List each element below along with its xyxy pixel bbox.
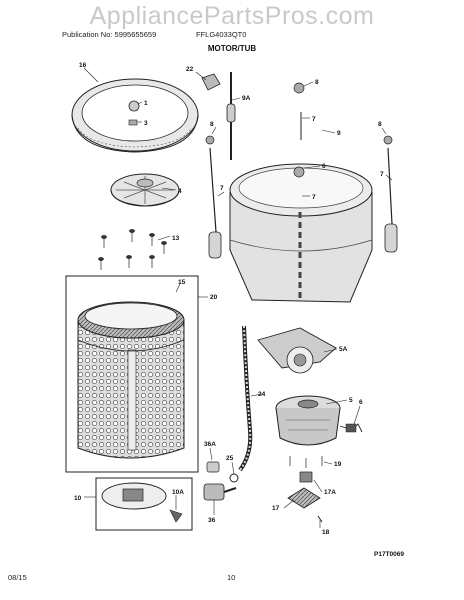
callout-6-harness: 6: [359, 399, 363, 406]
callout-24: 24: [258, 391, 266, 398]
model-number: FFLG4033QT0: [196, 30, 247, 39]
publication-number: Publication No: 5995655659: [62, 30, 157, 39]
callout-20: 20: [210, 294, 218, 301]
callout-5: 5: [349, 397, 353, 404]
mounting-screws: [98, 229, 167, 270]
drive-motor: [275, 395, 341, 446]
callout-25: 25: [226, 455, 234, 462]
callout-8-left: 8: [210, 121, 214, 128]
callout-3: 3: [144, 120, 148, 127]
callout-8-right: 8: [378, 121, 382, 128]
footer-date: 08/15: [8, 573, 27, 582]
tub-cover-seal: [128, 100, 140, 112]
bottom-screw: [317, 515, 323, 523]
outer-tub: [229, 163, 373, 303]
callout-16: 16: [79, 62, 87, 69]
tub-mount-bracket: [257, 327, 337, 374]
callout-17: 17: [272, 505, 280, 512]
motor-wire-harness: [339, 423, 363, 433]
drain-pump: [203, 483, 237, 501]
callout-8-rear: 8: [315, 79, 319, 86]
callout-5a: 5A: [339, 346, 348, 353]
motor-bolts: [289, 456, 323, 468]
balance-ring: [71, 78, 199, 153]
callout-19: 19: [334, 461, 342, 468]
callout-17a: 17A: [324, 489, 336, 496]
shaft-seal: [287, 487, 321, 509]
callout-13: 13: [172, 235, 180, 242]
callout-10a: 10A: [172, 489, 184, 496]
leader-lines: [83, 67, 393, 528]
basket-hub-frame: [95, 477, 193, 531]
callout-22: 22: [186, 66, 194, 73]
callout-18: 18: [322, 529, 330, 536]
callout-7-rear-bottom: 7: [312, 194, 316, 201]
pump-filter: [206, 461, 220, 473]
drawing-code: P17T0069: [374, 551, 404, 558]
suspension-rod-rear: [293, 82, 305, 178]
callout-4: 4: [178, 188, 182, 195]
callout-36a: 36A: [204, 441, 216, 448]
basket-assembly-frame: [65, 275, 199, 473]
section-title: MOTOR/TUB: [207, 44, 257, 53]
suspension-rod-right: [383, 135, 398, 253]
callout-7-left: 7: [220, 185, 224, 192]
shaft-coupler: [299, 471, 313, 483]
callout-9: 9: [337, 130, 341, 137]
air-dome-hose: [226, 72, 236, 160]
callout-10: 10: [74, 495, 82, 502]
callout-1: 1: [144, 100, 148, 107]
page-number: 10: [227, 573, 236, 582]
suspension-rod-left: [205, 135, 222, 259]
callout-9a: 9A: [242, 95, 251, 102]
pressure-valve: [201, 73, 221, 91]
callout-36: 36: [208, 517, 216, 524]
cover-screw: [128, 119, 138, 126]
callout-7-rear-top: 7: [312, 116, 316, 123]
hose-clamp: [229, 473, 239, 483]
callout-15: 15: [178, 279, 186, 286]
watermark: AppliancePartsPros.com: [89, 2, 375, 30]
impeller: [110, 173, 180, 207]
callout-6-grommet: 6: [322, 163, 326, 170]
basket-hub: [101, 482, 183, 523]
wash-basket: [77, 301, 185, 459]
callout-7-right: 7: [380, 171, 384, 178]
